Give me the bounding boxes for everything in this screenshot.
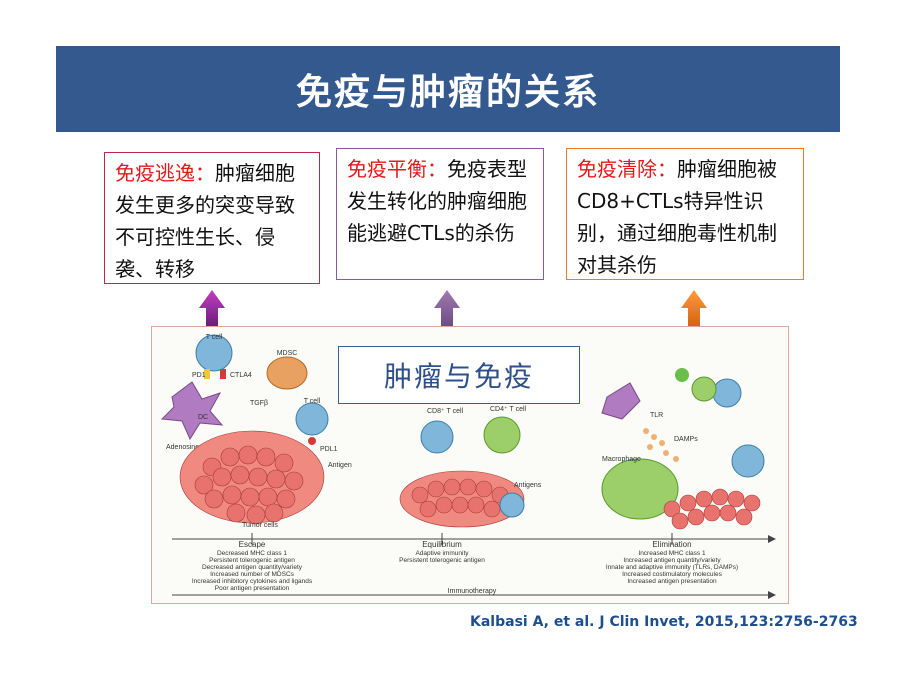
tlr-label: TLR: [650, 412, 663, 419]
phase-escape-name: Escape: [239, 540, 266, 549]
equilibrium-line: Adaptive immunity: [415, 550, 469, 557]
antigen-label: Antigen: [328, 462, 352, 469]
escape-line: Persistent tolerogenic antigen: [209, 557, 295, 564]
equilibrium-line: Persistent tolerogenic antigen: [399, 557, 485, 564]
citation: Kalbasi A, et al. J Clin Invet, 2015,123…: [470, 614, 858, 630]
figure-label: 肿瘤与免疫: [383, 360, 534, 393]
tumor-mass: [179, 430, 325, 525]
immunotherapy-label: Immunotherapy: [448, 588, 497, 595]
pd1-label: PD1: [192, 372, 206, 379]
macrophage-label: Macrophage: [602, 456, 641, 463]
escape-line: Decreased MHC class 1: [217, 550, 287, 557]
elimination-highlight: 免疫清除：: [577, 157, 677, 181]
mdsc-label: MDSC: [277, 350, 298, 357]
arrow-up-icon: [434, 290, 460, 328]
escape-line: Poor antigen presentation: [215, 585, 290, 592]
slide-title: 免疫与肿瘤的关系: [295, 72, 600, 113]
escape-line: Decreased antigen quantity/variety: [202, 564, 303, 571]
title-banner: 免疫与肿瘤的关系: [56, 46, 840, 132]
tumor-immunity-figure: T cell PD1 CTLA4 MDSC DC TGFβ Adenosine …: [151, 326, 789, 604]
dc-label: DC: [198, 414, 208, 421]
elimination-line: Increased antigen presentation: [627, 578, 717, 585]
escape-box: 免疫逃逸：肿瘤细胞发生更多的突变导致不可控性生长、侵袭、转移: [104, 152, 320, 284]
escape-line: Increased inhibitory cytokines and ligan…: [192, 578, 313, 585]
equilibrium-text: 免疫表型发生转化的肿瘤细胞能逃避CTLs的杀伤: [347, 157, 527, 245]
arrow-up-icon: [681, 290, 707, 328]
elimination-line: Increased costimulatory molecules: [622, 571, 722, 578]
equilibrium-highlight: 免疫平衡：: [347, 157, 447, 181]
elimination-tumor: [663, 488, 761, 530]
elimination-box: 免疫清除：肿瘤细胞被CD8+CTLs特异性识别，通过细胞毒性机制对其杀伤: [566, 148, 804, 280]
phase-elimination-name: Elimination: [652, 540, 691, 549]
escape-line: Increased number of MDSCs: [210, 571, 295, 578]
damps-label: DAMPs: [674, 436, 698, 443]
cd4-label: CD4⁺ T cell: [490, 406, 527, 413]
antigens-label: Antigens: [514, 482, 542, 489]
equilibrium-tumor: [399, 470, 525, 528]
tgfb-label: TGFβ: [250, 400, 268, 407]
tumor-cells-label: Tumor cells: [242, 522, 278, 529]
elimination-line: Increased antigen quantity/variety: [623, 557, 721, 564]
ctla4-label: CTLA4: [230, 372, 252, 379]
elimination-line: Increased MHC class 1: [638, 550, 706, 557]
phase-equilibrium-name: Equilibrium: [422, 540, 462, 549]
cd8-label: CD8⁺ T cell: [427, 408, 464, 415]
adenosine-label: Adenosine: [166, 444, 199, 451]
pdl1-label: PDL1: [320, 446, 338, 453]
figure-label-box: 肿瘤与免疫: [338, 346, 580, 404]
arrow-up-icon: [199, 290, 225, 328]
escape-text: 肿瘤细胞发生更多的突变导致不可控性生长、侵袭、转移: [115, 161, 295, 281]
elimination-line: Innate and adaptive immunity (TLRs, DAMP…: [606, 564, 738, 571]
t-cell-2-label: T cell: [304, 398, 321, 405]
t-cell-label: T cell: [206, 334, 223, 341]
escape-highlight: 免疫逃逸：: [115, 161, 215, 185]
equilibrium-box: 免疫平衡：免疫表型发生转化的肿瘤细胞能逃避CTLs的杀伤: [336, 148, 544, 280]
elimination-text: 肿瘤细胞被CD8+CTLs特异性识别，通过细胞毒性机制对其杀伤: [577, 157, 777, 277]
figure-illustration: T cell PD1 CTLA4 MDSC DC TGFβ Adenosine …: [160, 334, 776, 599]
